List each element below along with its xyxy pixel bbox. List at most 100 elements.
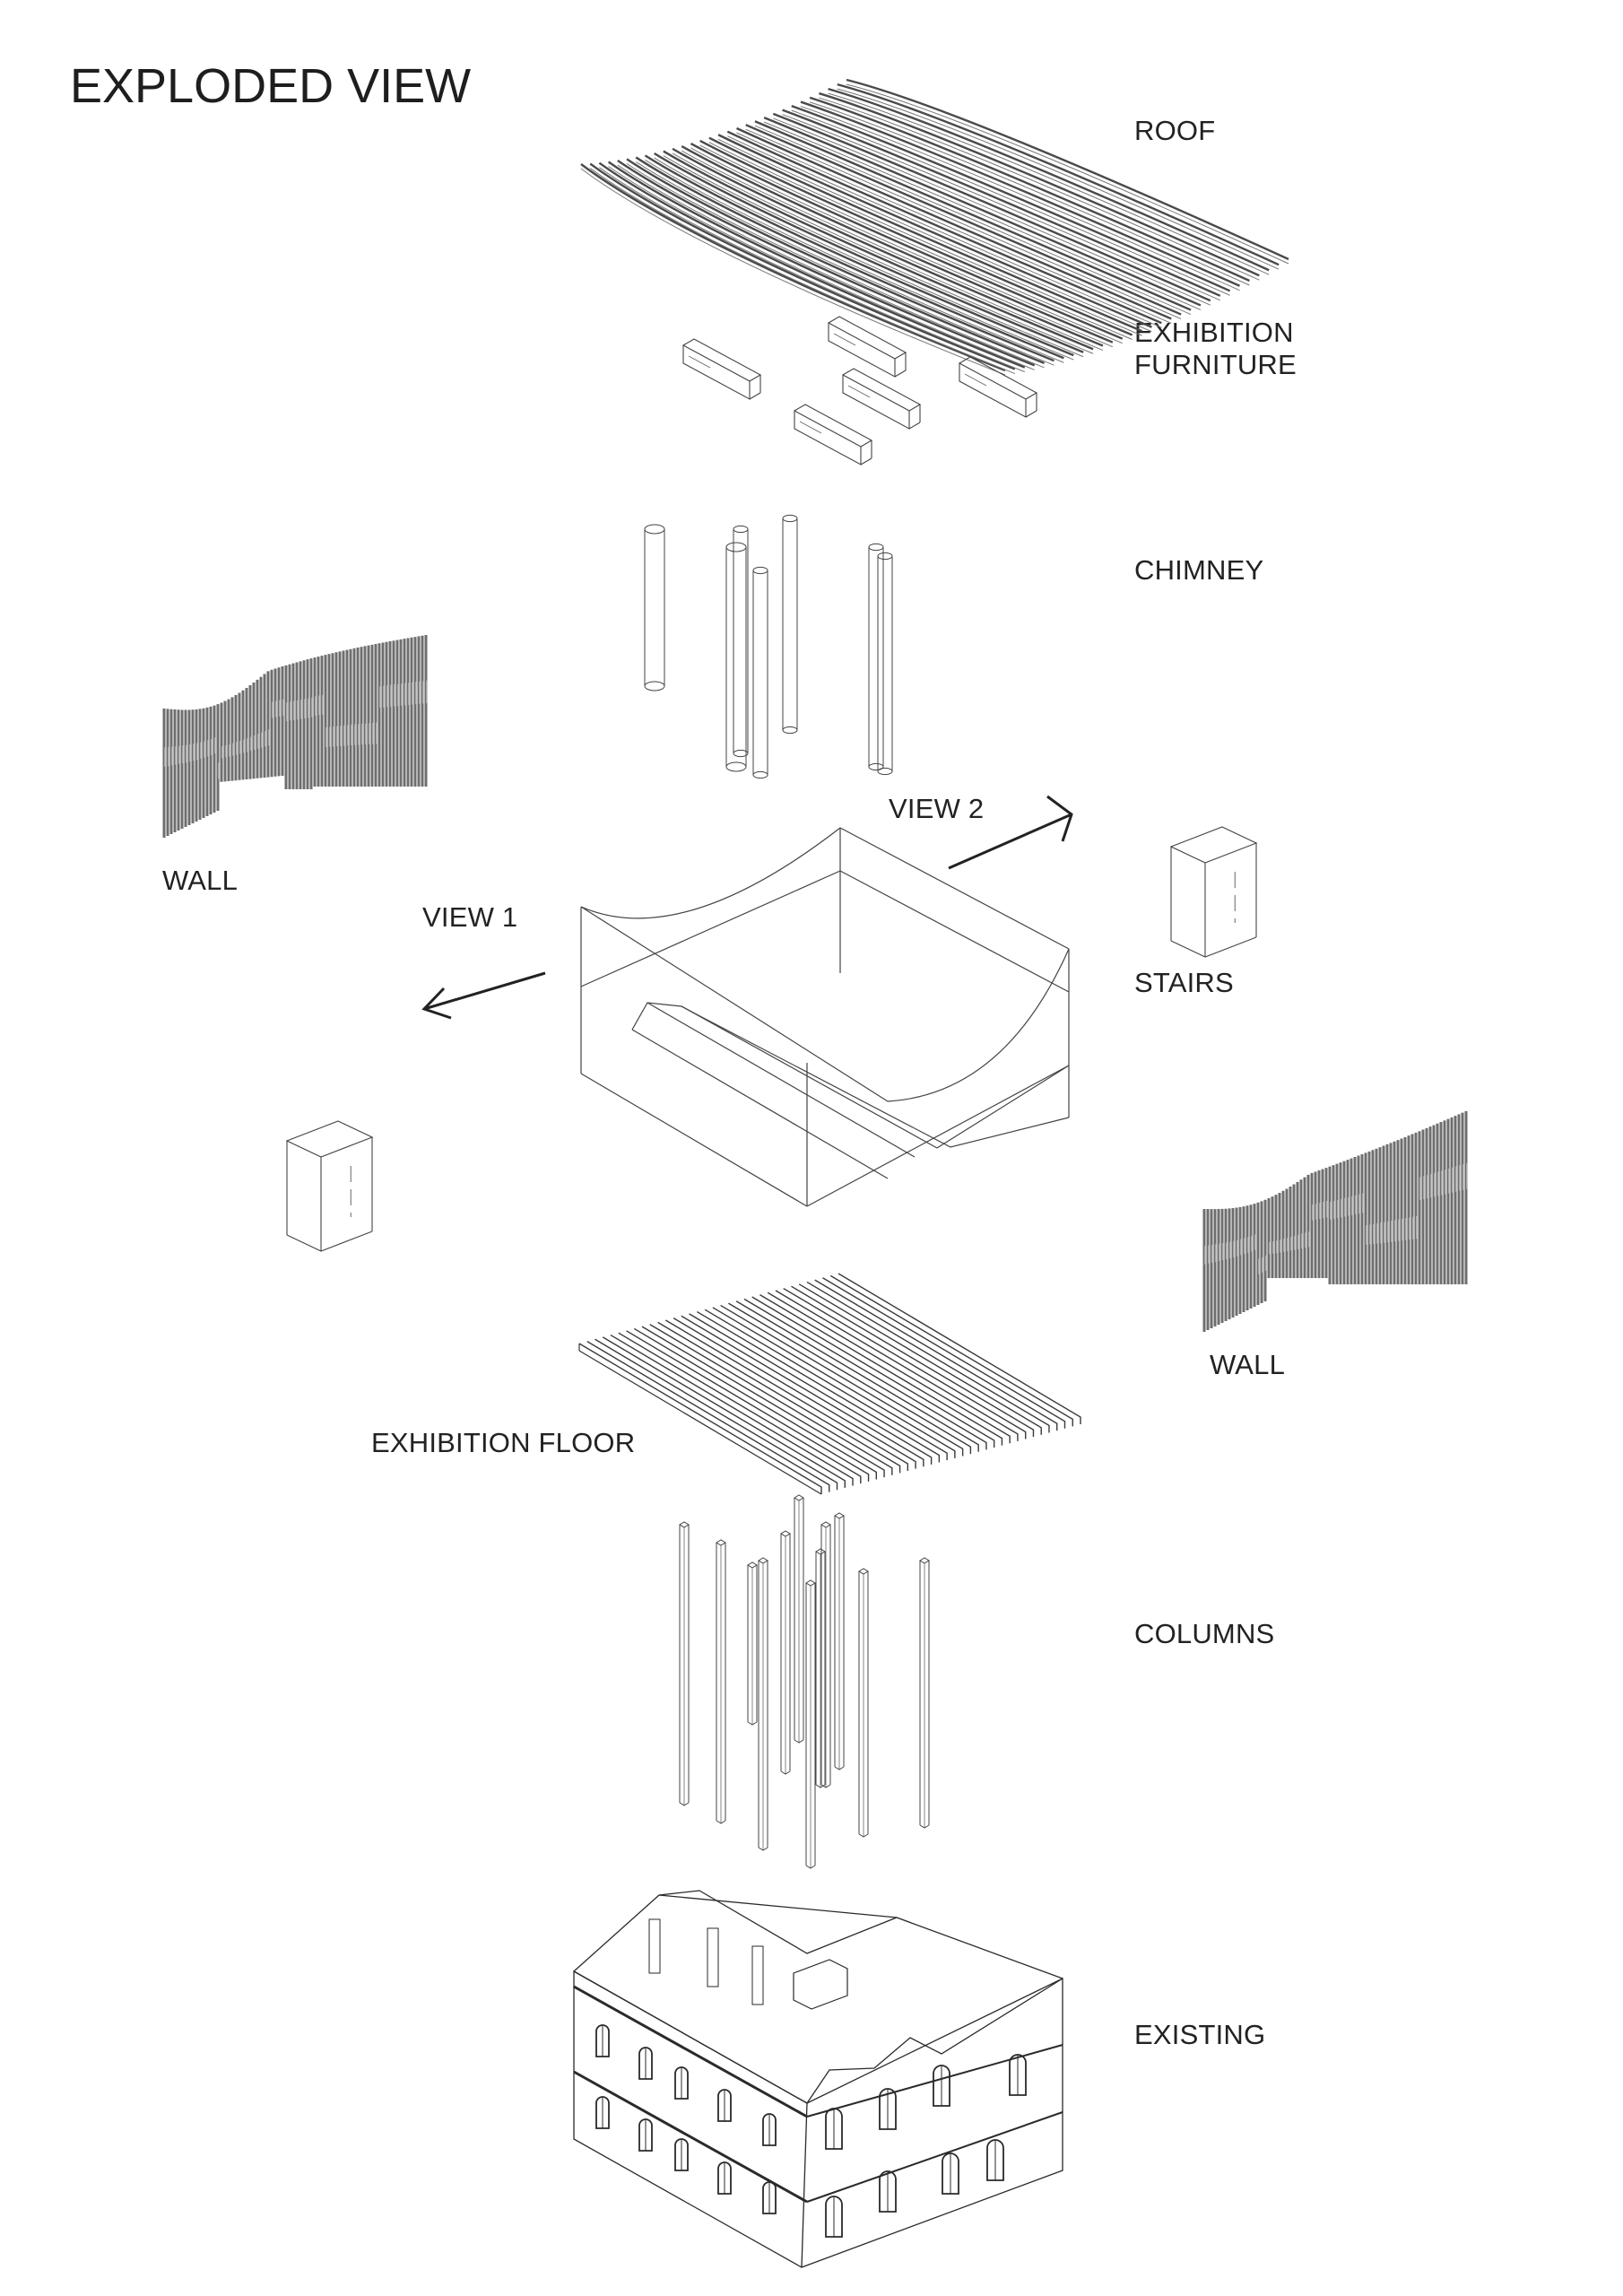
- floor-slat: [641, 1326, 885, 1478]
- label-columns: COLUMNS: [1134, 1618, 1275, 1649]
- cylinder-bottom: [868, 762, 884, 771]
- roof-slat: [617, 160, 1046, 365]
- stairs-top: [285, 1120, 374, 1158]
- floor-slat: [595, 1338, 838, 1491]
- floor-slat: [783, 1287, 1027, 1439]
- cornice: [573, 1985, 808, 2118]
- floor-slat: [775, 1290, 1019, 1441]
- window-arched: [825, 2196, 843, 2238]
- stairs-bottom: [1170, 936, 1257, 958]
- volume-ramp: [681, 1005, 938, 1149]
- box-edge: [908, 422, 921, 430]
- box-hidden: [833, 333, 856, 346]
- label-roof: ROOF: [1134, 115, 1216, 146]
- roof-slat: [635, 156, 1064, 360]
- roof-slat-edge: [837, 88, 1280, 270]
- roof-slat-edge: [681, 150, 1114, 348]
- exhibition-floor-component: [578, 1273, 1081, 1495]
- volume-ramp: [647, 1002, 916, 1158]
- label-exhibition-floor: EXHIBITION FLOOR: [371, 1427, 636, 1458]
- roof-slat: [809, 96, 1250, 283]
- box-edge: [894, 370, 907, 378]
- window-arched: [638, 2118, 653, 2152]
- floor-slat: [618, 1332, 862, 1484]
- box-top: [959, 356, 1038, 400]
- roof-slat: [663, 150, 1094, 351]
- box-top: [842, 368, 922, 412]
- window-arched: [879, 2088, 897, 2130]
- roof-slat-edge: [727, 135, 1162, 328]
- roof-slat-edge: [717, 138, 1152, 333]
- window-arched: [762, 2181, 777, 2214]
- column: [815, 1548, 826, 1788]
- roof-slat: [699, 139, 1133, 336]
- floor-slat: [838, 1273, 1081, 1424]
- roof-slat: [791, 104, 1231, 292]
- roof-slat-edge: [635, 161, 1064, 363]
- roof-slat-edge: [763, 121, 1202, 310]
- roof-slat-edge: [672, 152, 1104, 352]
- exhibition-volume-component: [580, 827, 1070, 1207]
- roof-slat-edge: [810, 101, 1250, 286]
- roof-slat-edge: [782, 114, 1220, 301]
- floor-slat: [602, 1336, 846, 1488]
- column-top: [834, 1512, 845, 1519]
- roof-component: [580, 78, 1289, 376]
- stairs-top: [1169, 826, 1258, 864]
- column: [758, 1557, 768, 1851]
- floor-slat: [649, 1324, 893, 1475]
- column-bottom: [758, 1847, 768, 1851]
- window-arched: [942, 2152, 959, 2195]
- box-face: [959, 362, 1027, 418]
- floor-slat: [586, 1341, 830, 1492]
- roof-slat: [846, 78, 1289, 261]
- roof-slat: [736, 126, 1172, 320]
- floor-slat: [751, 1296, 995, 1448]
- roof-slat: [745, 124, 1182, 316]
- cylinder-bottom: [782, 726, 798, 735]
- column-top: [805, 1579, 816, 1587]
- floor-slat: [633, 1327, 878, 1480]
- box-face: [682, 344, 751, 400]
- furniture-box: [828, 316, 907, 378]
- roof-slat-edge: [736, 132, 1172, 324]
- cylinder-top: [868, 543, 884, 552]
- chimney-cylinder: [782, 514, 798, 735]
- roof-slat-edge: [708, 142, 1142, 336]
- existing-building-component: [573, 1890, 1063, 2268]
- roof-slat: [580, 163, 1006, 372]
- box-top: [794, 404, 873, 448]
- floor-slat: [720, 1304, 964, 1457]
- wall-left-component: [162, 635, 428, 838]
- window-arched: [879, 2170, 897, 2213]
- column-top: [780, 1530, 791, 1537]
- roof-slat-edge: [645, 159, 1074, 361]
- roof-slat: [681, 145, 1114, 344]
- box-edge: [1025, 410, 1037, 418]
- chimney-cylinder: [644, 524, 665, 691]
- column-top: [858, 1568, 869, 1575]
- column-bottom: [834, 1766, 845, 1770]
- roof-slat: [726, 130, 1162, 325]
- chimney-component: [644, 514, 893, 779]
- roof-slat-edge: [791, 109, 1230, 296]
- box-top: [828, 316, 907, 360]
- floor-slat: [626, 1330, 870, 1482]
- roof-slat: [607, 161, 1036, 367]
- column-bottom: [805, 1865, 816, 1869]
- column: [780, 1530, 791, 1775]
- roof-slat: [800, 100, 1241, 287]
- volume-bottom: [806, 1065, 1070, 1207]
- floor-slat: [728, 1302, 972, 1455]
- roof-slat: [772, 112, 1211, 302]
- column: [919, 1557, 930, 1829]
- floor-slat: [829, 1274, 1073, 1427]
- label-chimney: CHIMNEY: [1134, 554, 1264, 586]
- building-roof-edge: [573, 1970, 1063, 2104]
- roof-slat-edge: [663, 155, 1094, 354]
- column: [716, 1539, 726, 1824]
- cornice: [806, 2044, 1063, 2118]
- cylinder-bottom: [877, 767, 893, 776]
- column-bottom: [820, 1784, 831, 1788]
- roof-slat-edge: [617, 164, 1045, 369]
